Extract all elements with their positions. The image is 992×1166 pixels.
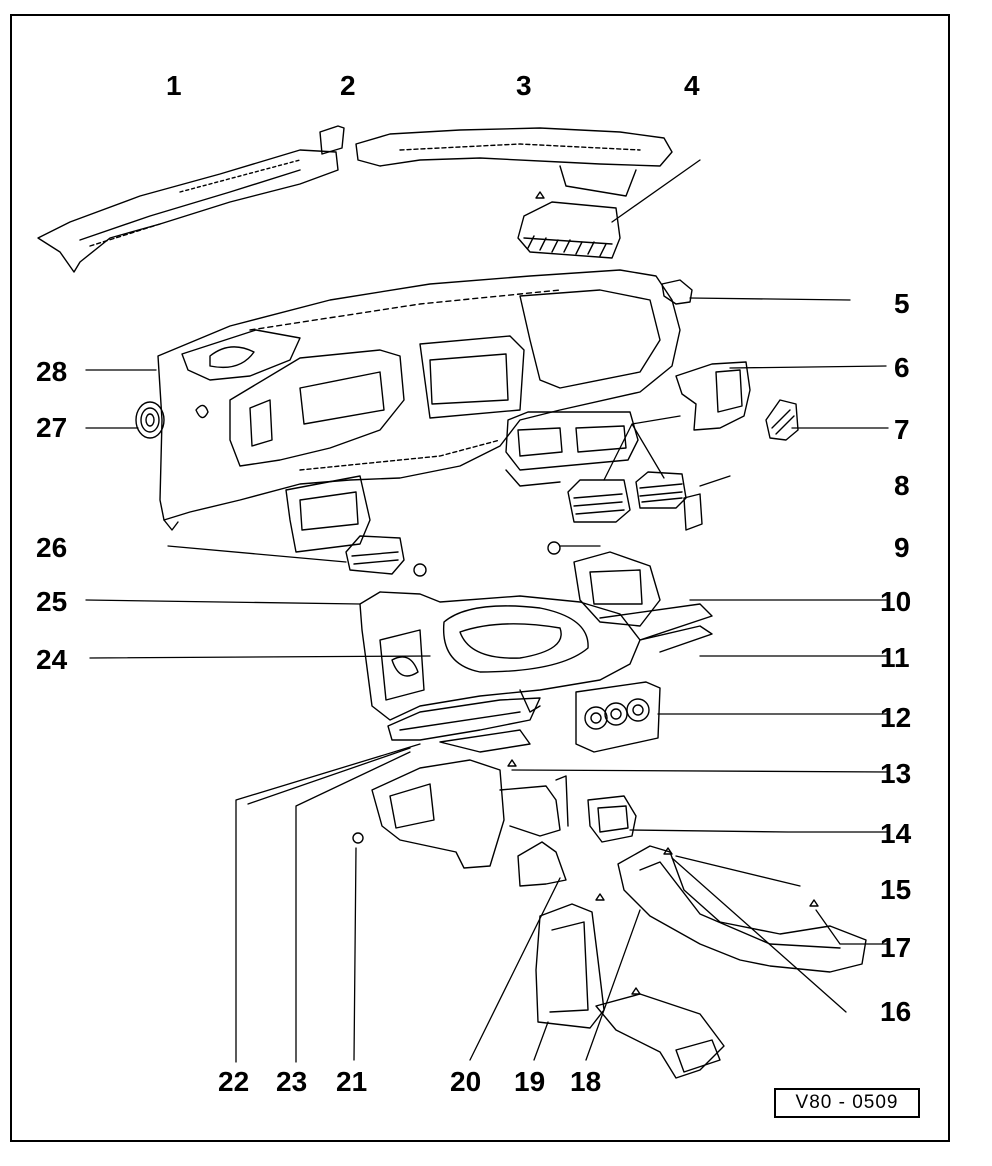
callout-25: 25 (36, 586, 68, 617)
callout-7: 7 (894, 414, 910, 445)
part-caps (352, 541, 561, 844)
callout-28: 28 (36, 356, 68, 387)
part-screws (507, 191, 819, 995)
leader-lines (85, 159, 889, 1063)
callout-3: 3 (516, 70, 532, 101)
callout-8: 8 (894, 470, 910, 501)
callout-10: 10 (880, 586, 912, 617)
callout-14: 14 (880, 818, 912, 849)
part-elbow (517, 841, 567, 887)
diagram-frame (10, 14, 950, 1142)
callout-1: 1 (166, 70, 182, 101)
callout-5: 5 (894, 288, 910, 319)
callout-2: 2 (340, 70, 356, 101)
callout-21: 21 (336, 1066, 368, 1097)
callout-9: 9 (894, 532, 910, 563)
callout-4: 4 (684, 70, 700, 101)
part-tall-duct (535, 903, 605, 1029)
part-right-outlet (765, 399, 799, 441)
part-defroster-trim (37, 149, 339, 273)
part-center-outlets (567, 471, 703, 531)
callout-6: 6 (894, 352, 910, 383)
part-dashboard-body (157, 269, 681, 531)
part-side-vent-bracket (675, 361, 751, 431)
part-lower-brackets (387, 697, 541, 753)
part-floor-duct (595, 993, 725, 1079)
callout-23: 23 (276, 1066, 308, 1097)
part-round-outlet (135, 401, 165, 439)
callout-20: 20 (450, 1066, 482, 1097)
part-center-vent-housing (517, 201, 621, 259)
callout-19: 19 (514, 1066, 546, 1097)
part-small-duct (587, 795, 637, 843)
part-clip (319, 125, 345, 155)
callout-15: 15 (880, 874, 912, 905)
callout-27: 27 (36, 412, 68, 443)
part-center-console (371, 759, 569, 869)
part-side-clip (661, 279, 693, 305)
part-control-panel (575, 681, 661, 753)
callout-16: 16 (880, 996, 912, 1027)
part-heater-assembly (359, 551, 713, 721)
part-center-vent-cluster (505, 411, 639, 487)
part-upper-cover (355, 127, 673, 197)
callout-12: 12 (880, 702, 912, 733)
callout-13: 13 (880, 758, 912, 789)
callout-18: 18 (570, 1066, 602, 1097)
callout-11: 11 (880, 642, 910, 673)
callout-24: 24 (36, 644, 68, 675)
part-left-bracket (285, 475, 371, 553)
part-left-outlet (345, 535, 405, 575)
callout-17: 17 (880, 932, 912, 963)
callout-26: 26 (36, 532, 68, 563)
figure-reference-label: V80 - 0509 (774, 1088, 920, 1118)
callout-22: 22 (218, 1066, 250, 1097)
part-rear-duct (617, 845, 867, 973)
